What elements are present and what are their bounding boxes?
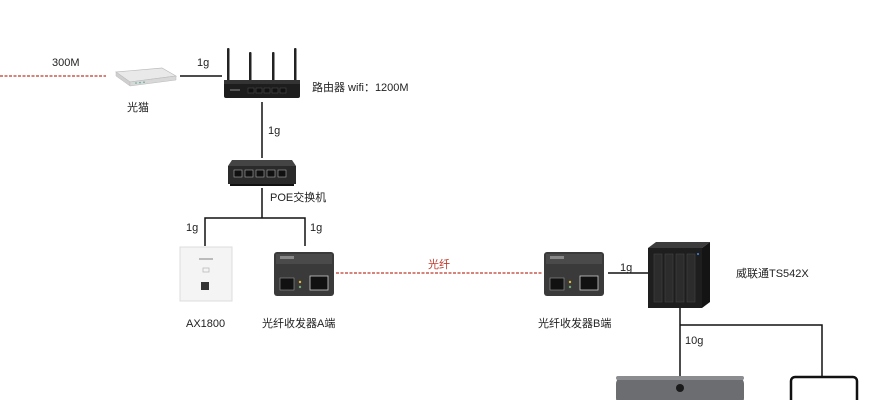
fiber-label: 光纤 (428, 259, 450, 271)
poe-switch-label: POE交换机 (270, 192, 327, 204)
switch-ap-speed-label: 1g (186, 222, 199, 234)
isp-speed-label: 300M (52, 57, 80, 69)
modem-router-speed-label: 1g (197, 57, 210, 69)
router-device (222, 46, 302, 104)
converter-a-device (272, 250, 336, 298)
converter-nas-speed-label: 1g (620, 262, 633, 274)
ap-device (179, 246, 233, 302)
converter-b-device (542, 250, 606, 298)
nas-device (646, 240, 712, 310)
nas-label: 威联通TS542X (736, 268, 809, 280)
poe-switch-device (226, 158, 298, 188)
modem-device (114, 66, 178, 88)
router-label: 路由器 wifi：1200M (312, 82, 409, 94)
nas-laptop-line (680, 324, 823, 376)
converter-a-label: 光纤收发器A端 (262, 318, 336, 330)
ap-label: AX1800 (186, 318, 226, 330)
switch-branch-line (204, 217, 306, 246)
switch-converter-speed-label: 1g (310, 222, 323, 234)
nas-mac-speed-label: 10g (685, 335, 704, 347)
converter-b-label: 光纤收发器B端 (538, 318, 612, 330)
mac-mini-device (614, 374, 746, 405)
laptop-device (788, 374, 860, 405)
router-switch-speed-label: 1g (268, 125, 281, 137)
modem-label: 光猫 (127, 102, 149, 114)
